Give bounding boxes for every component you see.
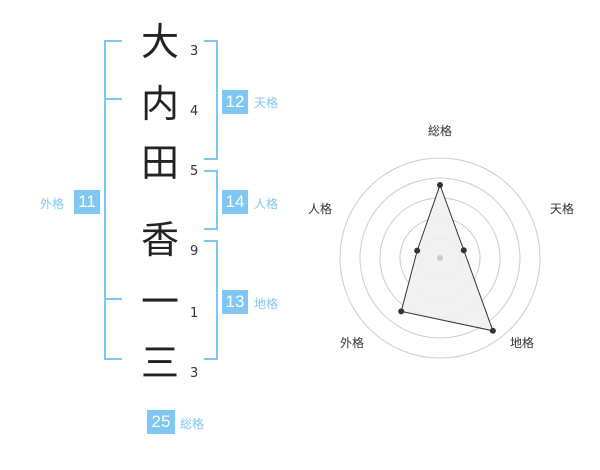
radar-ring (359, 177, 521, 339)
radar-ring (339, 157, 541, 359)
stroke-count-6: 3 (190, 366, 199, 381)
soukaku-label: 総格 (180, 417, 205, 431)
gaikaku-bracket (104, 40, 122, 360)
jinkaku-label: 人格 (254, 197, 279, 211)
radar-point-jinkaku (414, 247, 421, 254)
radar-label-jinkaku: 人格 (308, 202, 333, 216)
name-char-2: 内 (140, 82, 179, 126)
name-char-5: 一 (140, 280, 179, 324)
name-char-3: 田 (140, 141, 179, 185)
stroke-count-1: 3 (190, 44, 199, 59)
radar-center-dot (437, 255, 443, 261)
chikaku-label: 地格 (254, 297, 279, 311)
radar-label-tenkaku: 天格 (550, 202, 575, 216)
stroke-count-5: 1 (190, 306, 199, 321)
name-char-6: 三 (140, 341, 179, 385)
tenkaku-badge: 12 (222, 90, 248, 114)
name-char-1: 大 (140, 20, 179, 64)
radar-score-polygon (400, 183, 494, 332)
radar-point-chikaku (489, 327, 496, 334)
tenkaku-bracket (204, 40, 218, 160)
name-char-4: 香 (140, 218, 179, 262)
gaikaku-bracket-tick-lower (104, 298, 122, 300)
jinkaku-bracket (204, 170, 218, 230)
radar-label-gaikaku: 外格 (340, 336, 365, 350)
gaikaku-badge: 11 (74, 190, 100, 214)
radar-label-chikaku: 地格 (510, 336, 535, 350)
chikaku-badge: 13 (222, 290, 248, 314)
jinkaku-badge: 14 (222, 190, 248, 214)
gaikaku-bracket-tick-upper (104, 98, 122, 100)
radar-point-tenkaku (460, 247, 467, 254)
soukaku-badge: 25 (147, 410, 175, 434)
radar-label-soukaku: 総格 (428, 124, 453, 138)
stroke-count-4: 9 (190, 244, 199, 259)
chikaku-bracket (204, 240, 218, 360)
gaikaku-label: 外格 (40, 197, 65, 211)
stroke-count-2: 4 (190, 104, 199, 119)
radar-points (398, 182, 496, 334)
stroke-count-3: 5 (190, 164, 199, 179)
radar-point-soukaku (437, 182, 443, 188)
radar-point-gaikaku (398, 308, 405, 315)
tenkaku-label: 天格 (254, 96, 279, 110)
